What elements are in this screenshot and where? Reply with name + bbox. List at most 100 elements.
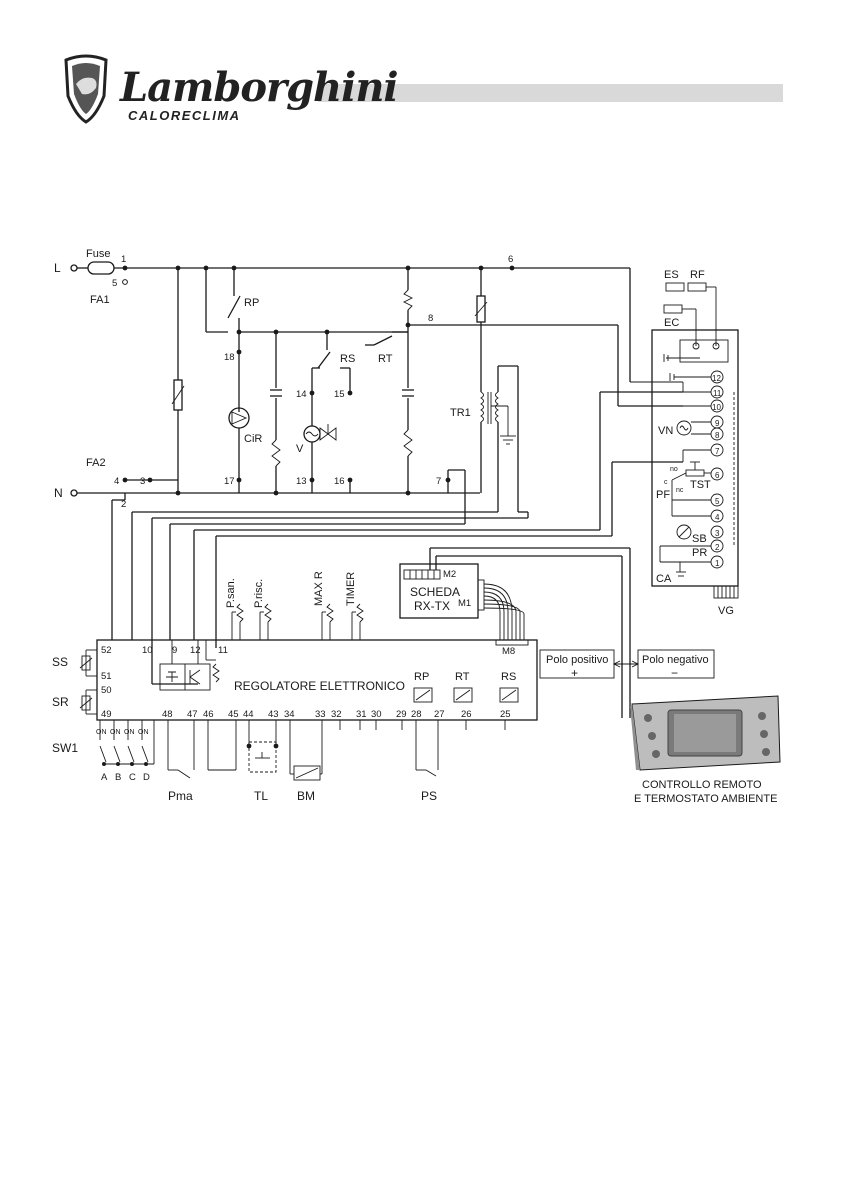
pf-label: PF	[656, 489, 670, 501]
sw1-label: SW1	[52, 741, 78, 755]
pin-45: 45	[228, 709, 239, 720]
relay-rp-label: RP	[414, 671, 429, 683]
pin-34: 34	[284, 709, 295, 720]
polo-positivo: Polo positivo	[546, 654, 608, 666]
cir-label: CiR	[244, 433, 262, 445]
scheda-m1: M1	[458, 598, 471, 609]
nc-label: nc	[676, 487, 684, 494]
regolatore-title: REGOLATORE ELETTRONICO	[234, 679, 405, 693]
node-13: 13	[296, 476, 307, 487]
svg-text:10: 10	[712, 403, 721, 412]
pma-label: Pma	[168, 789, 193, 803]
pin-25: 25	[500, 709, 511, 720]
remote-line1: CONTROLLO REMOTO	[642, 779, 762, 791]
es-label: ES	[664, 269, 679, 281]
rs-label: RS	[340, 353, 355, 365]
polo-negativo: Polo negativo	[642, 654, 709, 666]
svg-text:11: 11	[713, 389, 722, 398]
pin-27: 27	[434, 709, 445, 720]
bottom-pins: 48 47 46 45 44 43 34 33 32 31 30 29 28 2…	[162, 709, 511, 720]
svg-text:8: 8	[715, 431, 720, 440]
thermostat-branch	[365, 268, 683, 493]
pin-50: 50	[101, 685, 112, 696]
scheda-m8: M8	[502, 646, 515, 657]
node-7: 7	[436, 476, 441, 487]
pin-49: 49	[101, 709, 112, 720]
ca-label: CA	[656, 573, 672, 585]
pin-26: 26	[461, 709, 472, 720]
v-label: V	[296, 443, 304, 455]
sb-label: SB	[692, 533, 707, 545]
remote-line2: E TERMOSTATO AMBIENTE	[634, 793, 777, 805]
rp-label: RP	[244, 297, 259, 309]
fa2-label: FA2	[86, 457, 106, 469]
node-6: 6	[508, 254, 513, 265]
relay-rs-label: RS	[501, 671, 516, 683]
sw-a: A	[101, 772, 108, 783]
relay-rt-label: RT	[455, 671, 470, 683]
pin-51: 51	[101, 671, 112, 682]
brand-logo-text: Lamborghini	[120, 64, 399, 111]
brand-shield-icon	[64, 54, 108, 124]
node-5: 5	[112, 278, 117, 289]
remote-control-device	[630, 695, 781, 771]
valve-icon	[319, 427, 337, 441]
ss-label: SS	[52, 655, 68, 669]
pot-psan: P.san.	[225, 578, 237, 608]
pr-label: PR	[692, 547, 707, 559]
pin-43: 43	[268, 709, 279, 720]
ps-label: PS	[421, 789, 437, 803]
node-8: 8	[428, 313, 433, 324]
transformer	[474, 268, 519, 512]
rp-contact	[227, 295, 241, 319]
vn-label: VN	[658, 425, 673, 437]
sensors-switches	[79, 649, 155, 766]
ec-label: EC	[664, 317, 679, 329]
valve-branch	[303, 332, 353, 493]
node-3: 3	[140, 476, 145, 487]
rs-contact	[317, 351, 331, 369]
svg-text:3: 3	[715, 529, 720, 538]
terminal-circles	[710, 370, 724, 569]
pin-11: 11	[218, 645, 228, 656]
pin-29: 29	[396, 709, 407, 720]
rt-label: RT	[378, 353, 393, 365]
pin-52: 52	[101, 645, 112, 656]
svg-text:4: 4	[715, 513, 720, 522]
c-label: c	[664, 479, 668, 486]
brand-subtitle: CALORECLIMA	[128, 108, 241, 123]
sr-label: SR	[52, 695, 69, 709]
svg-text:6: 6	[715, 471, 720, 480]
pin-46: 46	[203, 709, 214, 720]
scheda-title: SCHEDA	[410, 585, 460, 599]
sw-on-d: ON	[138, 729, 149, 736]
svg-text:5: 5	[715, 497, 720, 506]
pin-48: 48	[162, 709, 173, 720]
pin-28: 28	[411, 709, 422, 720]
node-15: 15	[334, 389, 345, 400]
svg-text:7: 7	[715, 447, 720, 456]
node-14: 14	[296, 389, 307, 400]
bm-label: BM	[297, 789, 315, 803]
sw-d: D	[143, 772, 150, 783]
no-label: no	[670, 466, 678, 473]
tr1-label: TR1	[450, 407, 471, 419]
sw-on-b: ON	[110, 729, 121, 736]
pin-30: 30	[371, 709, 382, 720]
pin-47: 47	[187, 709, 198, 720]
sw-c: C	[129, 772, 136, 783]
bottom-wiring	[167, 720, 506, 781]
vg-label: VG	[718, 605, 734, 617]
varistor-branch	[125, 268, 185, 493]
svg-text:12: 12	[712, 374, 721, 383]
pin-10: 10	[142, 645, 153, 656]
scheda-sub: RX-TX	[414, 599, 450, 613]
pin-44: 44	[243, 709, 254, 720]
boiler-panel	[630, 282, 739, 599]
node-18: 18	[224, 352, 235, 363]
node-2: 2	[121, 499, 126, 510]
node-16: 16	[334, 476, 345, 487]
sw-on-a: ON	[96, 729, 107, 736]
svg-text:1: 1	[715, 559, 720, 568]
